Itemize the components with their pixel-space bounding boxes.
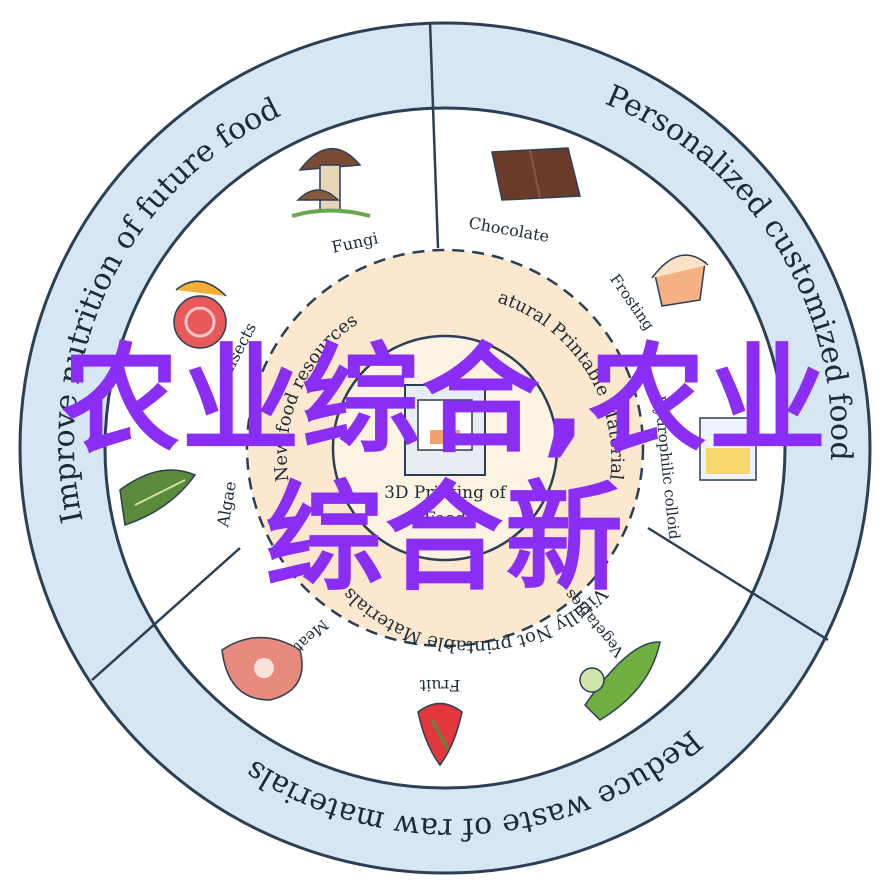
center-line-1: 3D Printing of <box>384 483 508 503</box>
chocolate-icon <box>491 147 581 201</box>
item-label-fruit: Fruit <box>419 676 460 695</box>
algae-icon <box>119 469 197 526</box>
divider-left <box>91 547 241 681</box>
cucumber-icon <box>579 641 661 721</box>
strawberry-icon <box>417 702 463 767</box>
steak-icon <box>221 636 303 701</box>
center-line-2: Food <box>424 509 466 529</box>
jelly-cup-icon <box>699 417 757 481</box>
mushroom-icon <box>291 148 371 218</box>
snail-icon <box>173 280 227 349</box>
cupcake-icon <box>651 254 709 307</box>
divider-right <box>647 526 829 642</box>
printer-icon <box>404 384 486 476</box>
divider-top <box>428 21 440 249</box>
